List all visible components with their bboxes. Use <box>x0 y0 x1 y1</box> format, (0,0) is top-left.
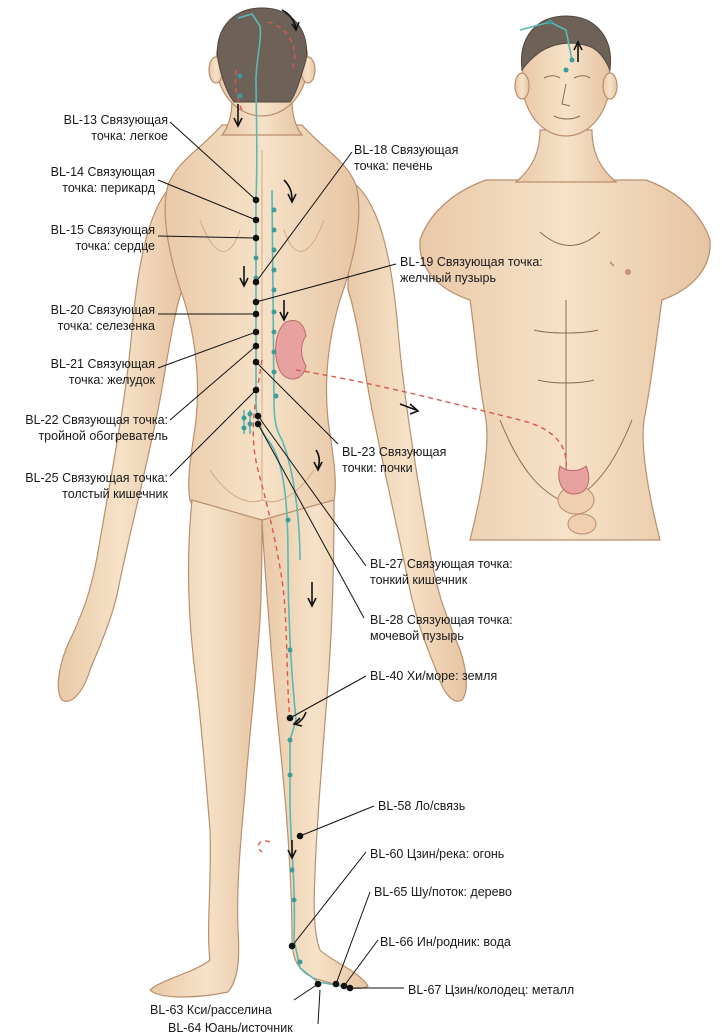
label-bl25: BL-25 Связующая точка:толстый кишечник <box>25 471 168 501</box>
label-bl63: BL-63 Кси/расселина <box>150 1003 272 1017</box>
front-figure <box>419 23 711 541</box>
label-bl67: BL-67 Цзин/колодец: металл <box>408 983 575 997</box>
front-neck <box>514 129 618 183</box>
back-right-leg <box>261 499 369 990</box>
label-bl40: BL-40 Хи/море: земля <box>370 669 498 683</box>
front-hair <box>520 15 612 72</box>
meridian-points <box>237 19 575 965</box>
label-bl27: BL-27 Связующая точка:тонкий кишечник <box>370 557 513 587</box>
leader-lines <box>157 121 404 1025</box>
front-right-ear <box>602 72 618 100</box>
label-bl28: BL-28 Связующая точка:мочевой пузырь <box>370 613 513 643</box>
label-bl58: BL-58 Ло/связь <box>378 799 466 813</box>
front-left-ear <box>514 72 530 100</box>
flow-arrows <box>233 9 583 860</box>
front-torso <box>419 179 711 541</box>
label-bl19: BL-19 Связующая точка:желчный пузырь <box>400 255 543 285</box>
front-pelvis <box>557 465 597 535</box>
front-features <box>499 75 633 501</box>
back-left-leg <box>149 499 263 998</box>
bladder-organ <box>558 465 590 495</box>
label-bl66: BL-66 Ин/родник: вода <box>380 935 511 949</box>
back-right-arm <box>347 178 467 702</box>
label-bl65: BL-65 Шу/поток: дерево <box>374 885 513 899</box>
label-bl64: BL-64 Юань/источник <box>168 1021 293 1035</box>
kidney-organ <box>275 320 307 380</box>
front-nipple <box>625 269 631 275</box>
label-bl60: BL-60 Цзин/река: огонь <box>370 847 505 861</box>
label-bl22: BL-22 Связующая точка:тройной обогревате… <box>25 413 168 443</box>
internal-pathways <box>234 21 567 853</box>
back-left-arm <box>57 178 183 702</box>
